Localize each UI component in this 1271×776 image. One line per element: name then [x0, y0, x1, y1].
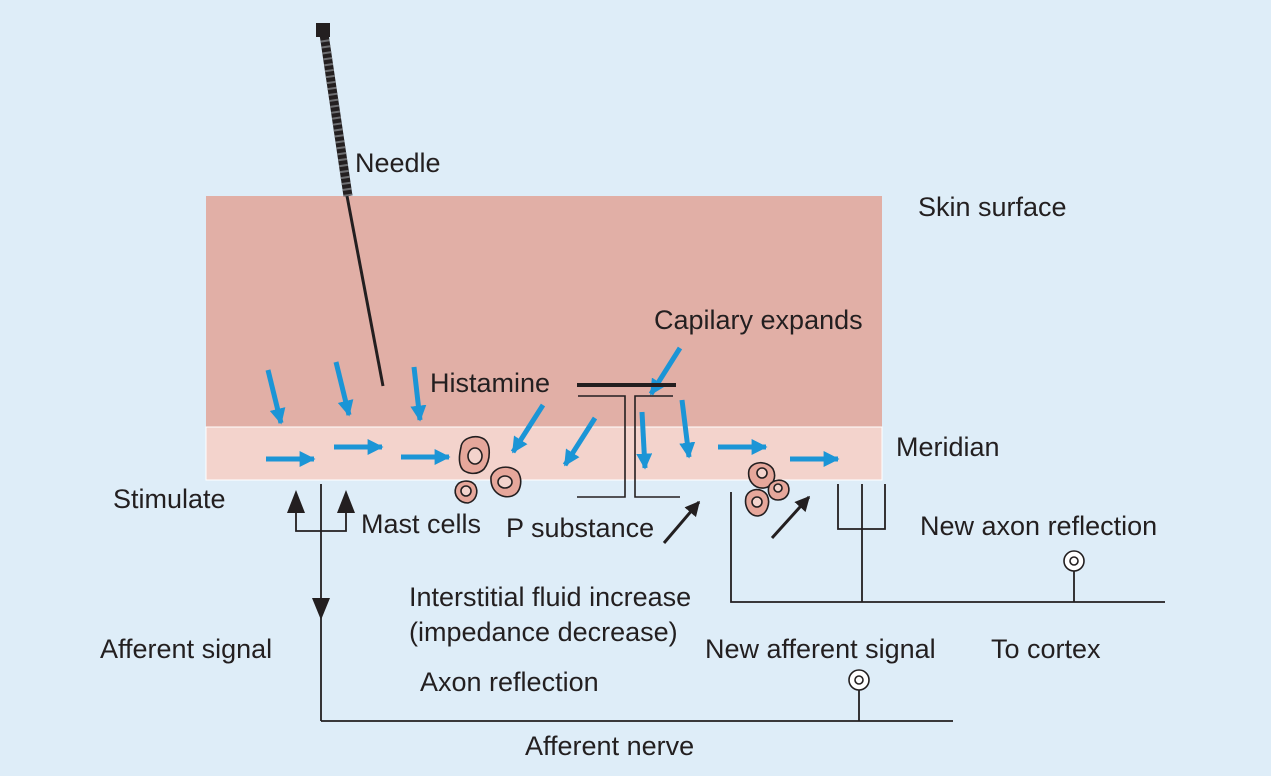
- blue-arrow: [410, 366, 427, 422]
- meridian-layer: [205, 426, 883, 481]
- interstitial-fluid-label: Interstitial fluid increase: [409, 582, 691, 612]
- new-afferent-nerve: [730, 484, 1165, 603]
- blue-arrow: [636, 411, 653, 470]
- blue-arrow: [562, 416, 598, 467]
- histamine-label: Histamine: [430, 368, 550, 398]
- stimulate-label: Stimulate: [113, 484, 226, 514]
- needle-icon: [316, 23, 385, 387]
- blue-arrow: [333, 361, 354, 417]
- afferent-nerve-arrowheads: [287, 490, 355, 620]
- afferent-nerve-label: Afferent nerve: [525, 731, 694, 761]
- capillary-expands-label: Capilary expands: [654, 305, 863, 335]
- blue-arrow: [265, 369, 286, 425]
- skin-layer: [206, 196, 882, 427]
- mast-cells-label: Mast cells: [361, 509, 481, 539]
- meridian-label: Meridian: [896, 432, 1000, 462]
- afferent-receptor-icon: [848, 669, 870, 691]
- new-afferent-signal-label: New afferent signal: [705, 634, 936, 664]
- black-arrow: [662, 500, 701, 544]
- black-arrow: [770, 495, 811, 540]
- impedance-decrease-label: (impedance decrease): [409, 617, 678, 647]
- to-cortex-label: To cortex: [991, 634, 1101, 664]
- skin-surface-label: Skin surface: [918, 192, 1067, 222]
- axon-reflection-label: Axon reflection: [420, 667, 599, 697]
- black-arrows: [662, 495, 811, 544]
- capillary-structure: [577, 383, 680, 498]
- mast-cells-icon: [454, 436, 790, 517]
- needle-label: Needle: [355, 148, 441, 178]
- afferent-signal-label: Afferent signal: [100, 634, 272, 664]
- new-axon-receptor-icon: [1063, 550, 1085, 572]
- new-axon-reflection-label: New axon reflection: [920, 511, 1157, 541]
- blue-arrow: [510, 403, 546, 454]
- p-substance-label: P substance: [506, 513, 654, 543]
- blue-arrow: [679, 399, 696, 459]
